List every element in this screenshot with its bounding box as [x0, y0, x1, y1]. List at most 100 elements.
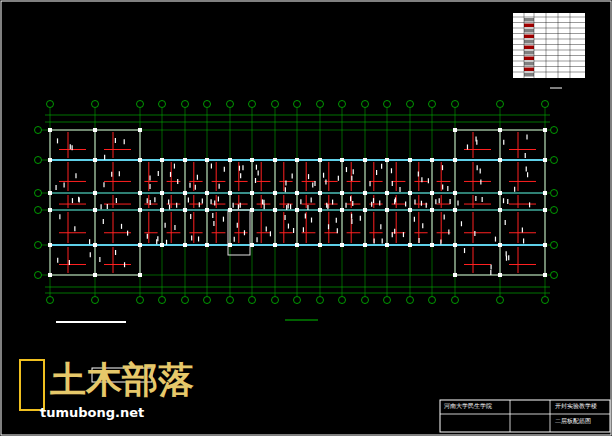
column — [318, 191, 322, 195]
axis-line — [545, 108, 546, 296]
beam-line — [50, 192, 95, 193]
beam-line — [410, 193, 411, 210]
bottom-rebar — [238, 212, 239, 243]
bottom-rebar — [234, 181, 247, 182]
column — [48, 243, 52, 247]
bottom-rebar — [347, 232, 361, 233]
beam-line — [387, 160, 388, 193]
top-rebar — [57, 258, 58, 263]
top-rebar — [476, 140, 477, 145]
axis-bubble — [272, 101, 279, 108]
beam-line — [387, 209, 410, 210]
column — [363, 243, 367, 247]
column — [453, 191, 457, 195]
beam-line — [432, 210, 433, 245]
axis-bubble — [35, 157, 42, 164]
column — [498, 128, 502, 132]
top-rebar — [474, 231, 475, 236]
column — [48, 273, 52, 277]
column — [543, 273, 547, 277]
top-rebar — [119, 171, 120, 176]
beam-line — [455, 209, 500, 210]
top-rebar — [176, 203, 177, 208]
beam-line — [410, 192, 432, 193]
beam-line — [500, 160, 501, 193]
top-rebar — [149, 175, 150, 180]
column — [228, 191, 232, 195]
column — [430, 191, 434, 195]
beam-line — [207, 193, 208, 210]
note-line — [285, 320, 318, 321]
bottom-rebar — [68, 132, 69, 158]
top-rebar — [311, 197, 312, 202]
bottom-rebar — [148, 162, 149, 191]
column — [273, 158, 277, 162]
table-cell — [524, 62, 534, 66]
top-rebar — [121, 224, 122, 229]
beam-line — [275, 244, 297, 246]
beam-line — [185, 160, 186, 193]
bottom-rebar — [113, 162, 114, 191]
bottom-rebar — [216, 162, 217, 191]
bottom-rebar — [59, 232, 86, 233]
bottom-rebar — [171, 212, 172, 243]
top-rebar — [90, 252, 91, 257]
beam-line — [95, 159, 140, 161]
beam-line — [95, 274, 140, 275]
axis-bubble — [227, 297, 234, 304]
bottom-rebar — [104, 232, 131, 233]
bottom-rebar — [351, 162, 352, 191]
beam-line — [342, 192, 365, 193]
bottom-rebar — [437, 204, 451, 205]
top-rebar — [421, 201, 422, 206]
beam-line — [95, 209, 140, 210]
beam-line — [95, 193, 96, 210]
top-rebar — [505, 220, 506, 225]
beam-line — [500, 245, 501, 275]
top-rebar — [174, 164, 175, 169]
column — [453, 128, 457, 132]
top-rebar — [89, 239, 90, 244]
axis-bubble — [182, 101, 189, 108]
top-rebar — [156, 239, 157, 244]
top-rebar — [258, 171, 259, 176]
table-cell — [524, 29, 534, 33]
top-rebar — [414, 217, 415, 222]
top-rebar — [262, 199, 263, 204]
column — [543, 158, 547, 162]
bottom-rebar — [68, 195, 69, 208]
top-rebar — [101, 204, 102, 209]
beam-line — [387, 210, 388, 245]
top-rebar — [490, 265, 491, 270]
beam-line — [50, 244, 95, 246]
beam-line — [342, 209, 365, 210]
top-rebar — [288, 203, 289, 208]
bottom-rebar — [373, 212, 374, 243]
column — [408, 191, 412, 195]
beam-line — [342, 210, 343, 245]
column — [93, 191, 97, 195]
column — [93, 208, 97, 212]
dimension-line — [45, 293, 550, 294]
top-rebar — [457, 200, 458, 205]
column — [453, 273, 457, 277]
top-rebar — [170, 172, 171, 177]
top-rebar — [308, 174, 309, 179]
axis-line — [387, 108, 388, 296]
beam-line — [365, 160, 366, 193]
project-name: 开封实验教学楼 — [555, 403, 597, 410]
top-rebar — [307, 205, 308, 210]
top-rebar — [403, 232, 404, 237]
bottom-rebar — [509, 149, 536, 150]
top-rebar — [300, 199, 301, 204]
top-rebar — [422, 223, 423, 228]
beam-line — [230, 160, 231, 193]
top-rebar — [168, 200, 169, 205]
top-rebar — [75, 173, 76, 178]
top-rebar — [263, 200, 264, 205]
beam-line — [252, 210, 253, 245]
watermark-logo: 土木部落 — [50, 360, 194, 400]
top-rebar — [188, 197, 189, 202]
bottom-rebar — [68, 162, 69, 191]
beam-line — [162, 209, 185, 210]
